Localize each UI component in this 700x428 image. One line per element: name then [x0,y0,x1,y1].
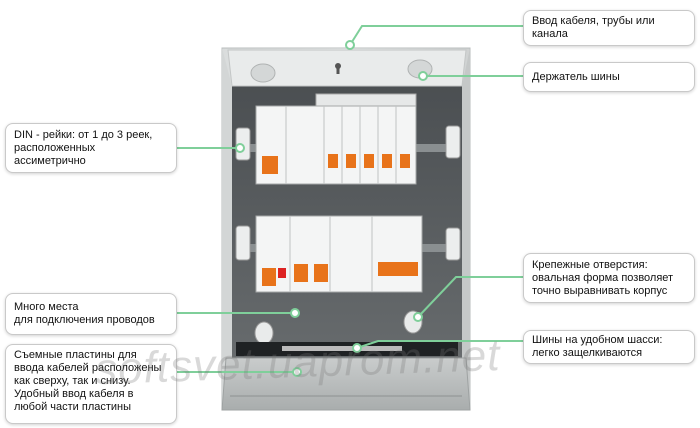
callout-rail-holder: Держатель шины [523,62,695,92]
din-rail-bottom [235,215,461,293]
callout-din-rails-text: DIN - рейки: от 1 до 3 реек, расположенн… [14,128,153,167]
callout-cable-entry: Ввод кабеля, трубы или канала [523,10,695,46]
removable-plate [221,357,471,411]
callout-cable-entry-text: Ввод кабеля, трубы или канала [532,15,655,40]
callout-mounting-holes-text: Крепежные отверстия: овальная форма позв… [532,258,674,297]
callout-rail-holder-text: Держатель шины [532,70,620,83]
din-rail-top [235,93,461,185]
callout-din-rails: DIN - рейки: от 1 до 3 реек, расположенн… [5,123,177,173]
callout-bus-chassis-text: Шины на удобном шасси: легко защелкивают… [532,334,663,359]
callout-removable-plates-text: Съемные пластины для ввода кабелей распо… [14,349,162,413]
callout-wiring-space: Много места для подключения проводов [5,293,177,335]
leader-dots [235,40,428,377]
callout-mounting-holes: Крепежные отверстия: овальная форма позв… [523,253,695,303]
callout-removable-plates: Съемные пластины для ввода кабелей распо… [5,344,177,424]
callout-bus-chassis: Шины на удобном шасси: легко защелкивают… [523,330,695,364]
leader-lines [176,25,523,373]
callout-wiring-space-text: Много места для подключения проводов [14,301,155,326]
mounting-hole-left [254,321,274,345]
